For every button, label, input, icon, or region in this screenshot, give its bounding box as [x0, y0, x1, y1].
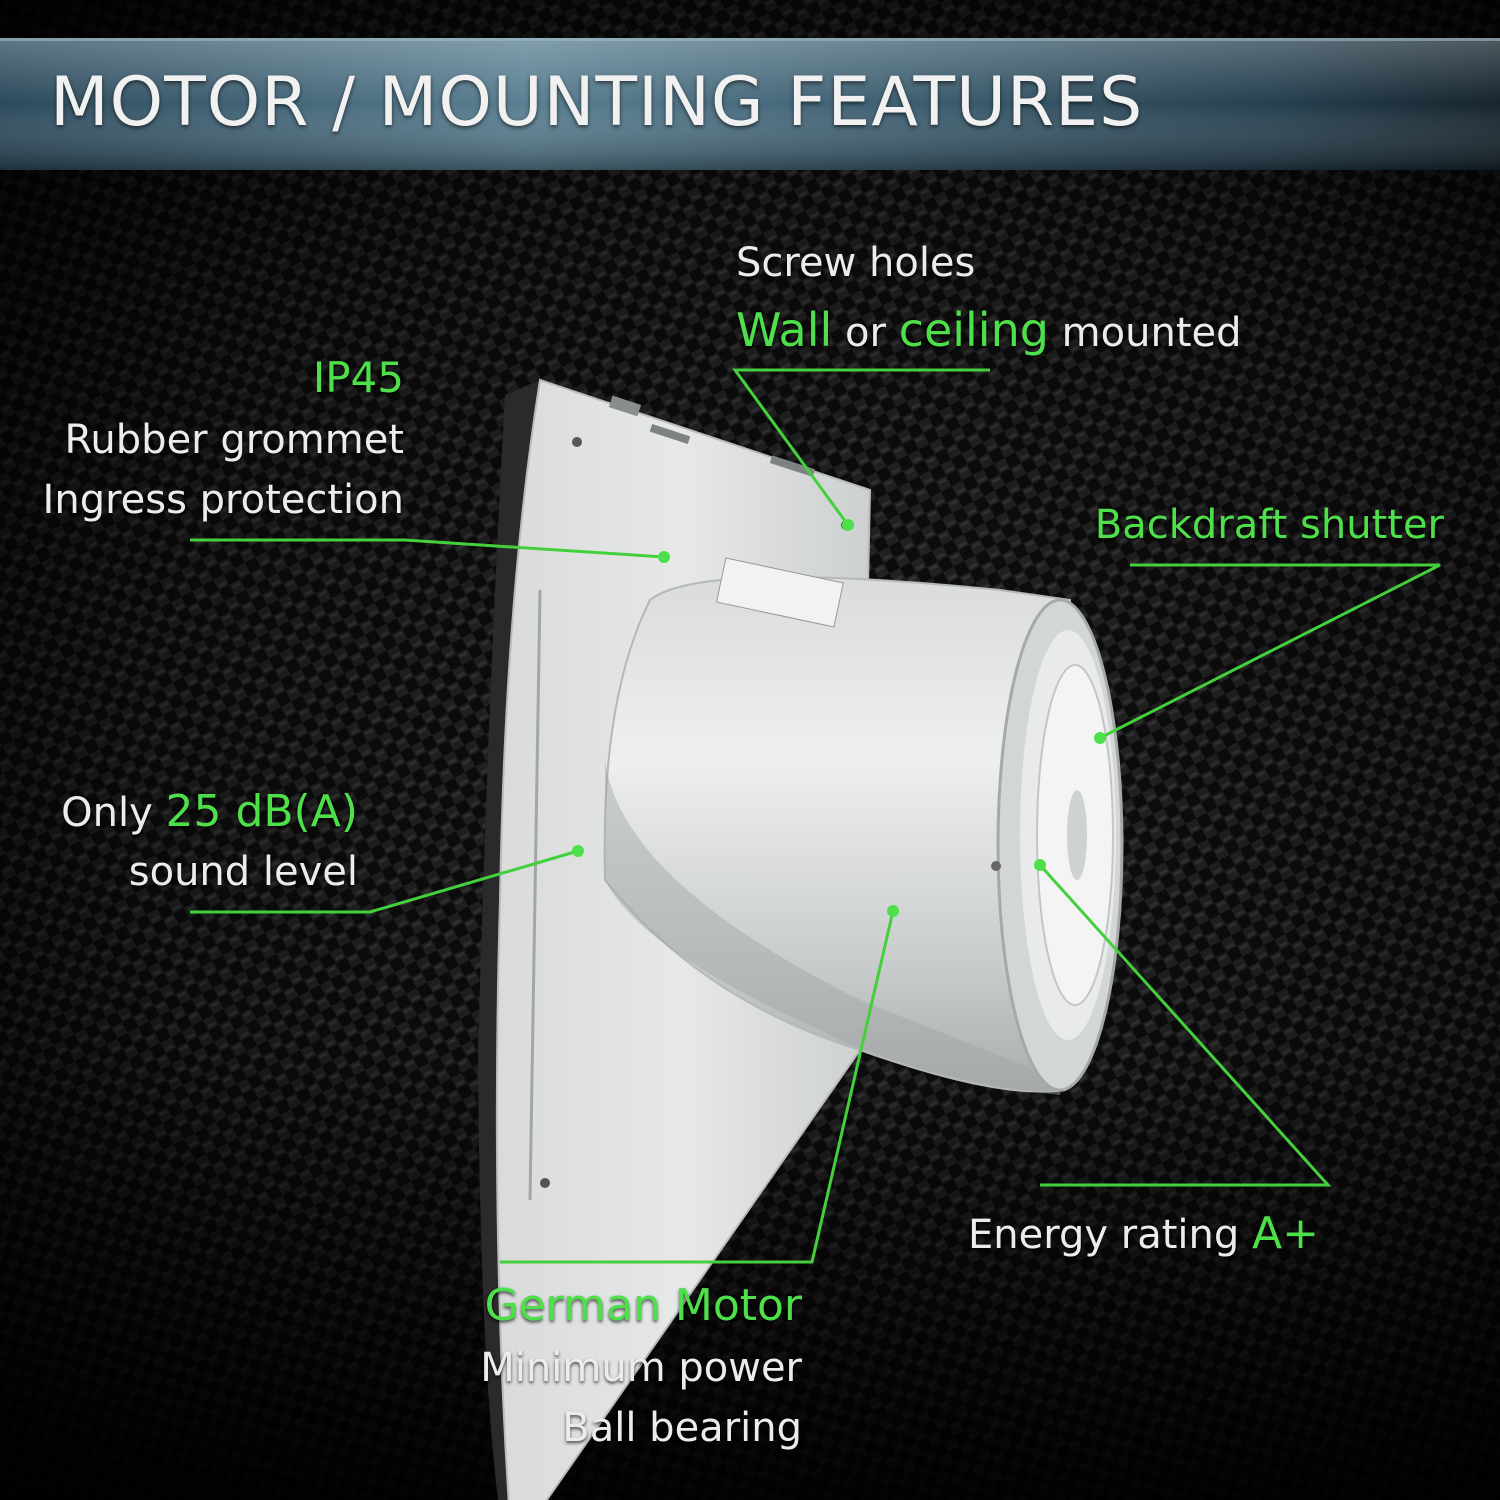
sound-value: 25 dB(A): [165, 786, 358, 837]
ip45-title: IP45: [312, 353, 404, 402]
ip45-line1: Rubber grommet: [64, 417, 404, 463]
screw-leader-line: [732, 368, 990, 526]
header-banner: [0, 38, 1500, 170]
motor-leader-dot: [887, 905, 899, 917]
energy-leader-line: [1038, 863, 1332, 1187]
motor-leader-line: [500, 910, 895, 1264]
mounting-label: Wall or ceiling mounted: [736, 307, 1242, 353]
sound-leader-line: [190, 849, 579, 914]
motor-line1: Minimum power: [480, 1345, 802, 1391]
energy-text: Energy rating: [968, 1212, 1240, 1258]
or-text: or: [845, 310, 886, 356]
ip45-leader-dot: [658, 551, 670, 563]
backdraft-leader-dot: [1094, 732, 1106, 744]
backdraft-title: Backdraft shutter: [1094, 502, 1444, 548]
ip45-line2: Ingress protection: [42, 477, 404, 523]
page-title: MOTOR / MOUNTING FEATURES: [50, 63, 1144, 142]
sound-line1: Only 25 dB(A): [61, 790, 358, 834]
ip45-leader-line: [190, 538, 665, 559]
sound-line2: sound level: [128, 849, 358, 895]
motor-title: German Motor: [484, 1280, 802, 1331]
wall-text: Wall: [736, 303, 833, 357]
energy-rating-label: Energy rating A+: [968, 1212, 1319, 1256]
mounted-text: mounted: [1061, 310, 1242, 356]
screw-holes-label: Screw holes: [736, 240, 976, 286]
sound-leader-dot: [572, 845, 584, 857]
motor-line2: Ball bearing: [562, 1405, 802, 1451]
ceiling-text: ceiling: [898, 303, 1049, 357]
backdraft-leader-line: [1099, 563, 1441, 740]
energy-value: A+: [1251, 1208, 1319, 1259]
only-text: Only: [61, 790, 153, 836]
screw-leader-dot: [842, 519, 854, 531]
energy-leader-dot: [1034, 859, 1046, 871]
